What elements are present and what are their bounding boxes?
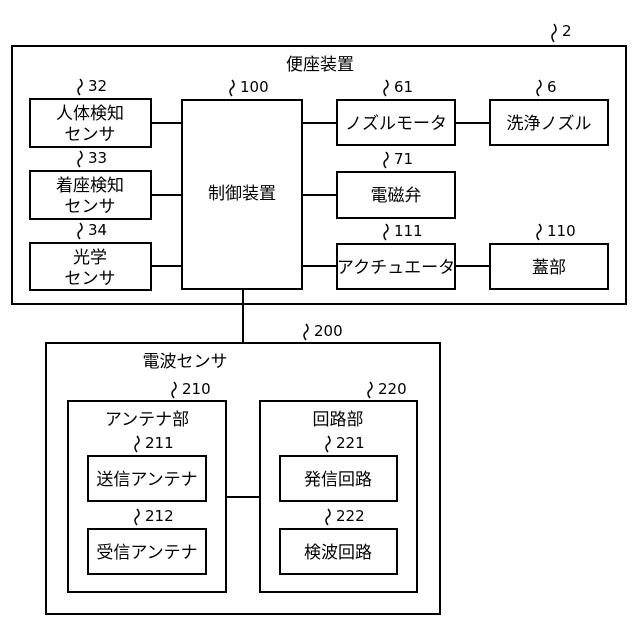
toilet-device-title: 便座装置 xyxy=(286,55,354,75)
controller-label: 制御装置 xyxy=(208,184,276,204)
wash-nozzle-label: 洗浄ノズル xyxy=(507,114,592,134)
seating-sensor-label-1: 着座検知 xyxy=(56,176,124,196)
ref-leader-200 xyxy=(304,324,308,340)
ref-61: 61 xyxy=(394,78,413,96)
ref-200: 200 xyxy=(314,322,343,340)
ref-220: 220 xyxy=(378,380,407,398)
seating-sensor-label-2: センサ xyxy=(65,197,116,217)
tx-circuit-label: 発信回路 xyxy=(304,470,372,490)
human-sensor-label-1: 人体検知 xyxy=(56,104,124,124)
optical-sensor-label-1: 光学 xyxy=(73,248,107,268)
rx-antenna-label: 受信アンテナ xyxy=(96,543,197,563)
antenna-unit-title: アンテナ部 xyxy=(105,410,189,430)
ref-71: 71 xyxy=(394,150,413,168)
ref-222: 222 xyxy=(336,507,365,525)
lid-label: 蓋部 xyxy=(532,258,566,278)
ref-32: 32 xyxy=(88,77,107,95)
human-sensor-label-2: センサ xyxy=(65,125,116,145)
ref-34: 34 xyxy=(88,221,107,239)
tx-antenna-label: 送信アンテナ xyxy=(96,470,197,490)
ref-2: 2 xyxy=(562,22,572,40)
ref-6: 6 xyxy=(547,78,557,96)
ref-leader-2 xyxy=(552,24,556,42)
nozzle-motor-label: ノズルモータ xyxy=(345,114,447,134)
controller-block: 制御装置 100 xyxy=(182,78,302,289)
ref-212: 212 xyxy=(145,507,174,525)
ref-211: 211 xyxy=(145,434,174,452)
detect-circuit-label: 検波回路 xyxy=(304,543,372,563)
radar-sensor-title: 電波センサ xyxy=(143,352,228,372)
ref-111: 111 xyxy=(394,222,423,240)
ref-33: 33 xyxy=(88,149,107,167)
optical-sensor-label-2: センサ xyxy=(65,269,116,289)
ref-110: 110 xyxy=(547,222,576,240)
actuator-label: アクチュエータ xyxy=(337,258,455,278)
solenoid-valve-label: 電磁弁 xyxy=(371,186,422,206)
circuit-unit-title: 回路部 xyxy=(313,410,364,430)
ref-221: 221 xyxy=(336,434,365,452)
ref-100: 100 xyxy=(240,78,269,96)
ref-210: 210 xyxy=(182,380,211,398)
